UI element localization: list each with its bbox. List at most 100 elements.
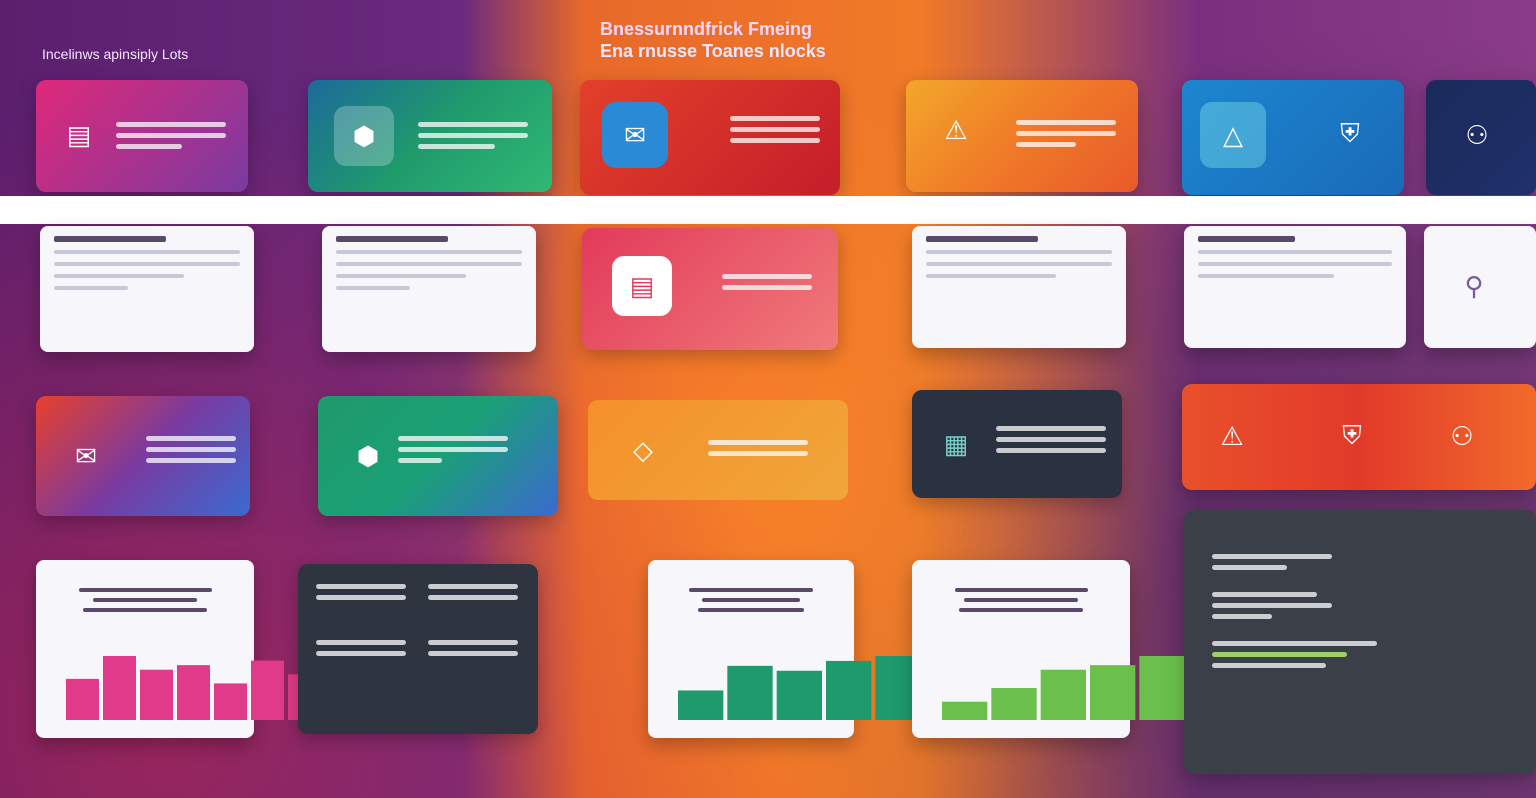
tile-blue[interactable]: △ ⛨ [1182, 80, 1404, 195]
list-line [1212, 603, 1332, 608]
list-line [1212, 554, 1332, 559]
divider-band [0, 196, 1536, 224]
document-icon: ▤ [612, 256, 672, 316]
chart-bar [1090, 665, 1136, 720]
tile-text-line [730, 138, 820, 143]
shield-icon: ⬢ [356, 440, 380, 471]
dark-panel[interactable] [298, 564, 538, 734]
tile-navy[interactable]: ⚇ [1426, 80, 1536, 195]
tile-green-2[interactable]: ⬢ [318, 396, 558, 516]
card-text-line [1198, 262, 1392, 266]
alert-icon: ⚠ [1220, 420, 1244, 451]
tile-text-line [1016, 142, 1076, 147]
tile-orange[interactable]: ⚠ [906, 80, 1138, 192]
chart-bar [776, 670, 822, 720]
tile-text-line [1016, 131, 1116, 136]
chart-card-lime[interactable] [912, 560, 1234, 738]
card-heading-line [336, 236, 448, 242]
tile-text-line [708, 440, 808, 445]
tile-text-line [398, 436, 508, 441]
chart-card-green[interactable] [648, 560, 970, 738]
document-icon: ▤ [66, 119, 92, 150]
info-card[interactable] [40, 226, 254, 352]
card-heading-line [926, 588, 1116, 612]
list-line [1212, 592, 1317, 597]
tile-text-line [730, 127, 820, 132]
page-title: Bnessurnndfrick Fmeing Ena rnusse Toanes… [600, 18, 900, 62]
chart-bar [942, 701, 988, 720]
page-subtitle: Incelinws apinsiply Lots [42, 46, 189, 62]
list-line [1212, 652, 1347, 657]
tile-text-line [398, 447, 508, 452]
card-text-line [336, 274, 467, 278]
chart-bar [140, 669, 173, 720]
chart-bar [177, 665, 210, 720]
card-heading-line [1198, 236, 1295, 242]
card-text-line [54, 286, 129, 290]
tile-text-line [316, 584, 406, 589]
card-text-line [336, 250, 522, 254]
list-line [1212, 614, 1272, 619]
tile-text-line [1016, 120, 1116, 125]
chart-card-magenta[interactable] [36, 560, 358, 738]
card-text-line [926, 274, 1057, 278]
chart-bar [678, 690, 724, 720]
triangle-icon: △ [1200, 102, 1266, 168]
list-line [1212, 565, 1287, 570]
chart-icon: ⚲ [1464, 270, 1484, 301]
tile-text-line [146, 436, 236, 441]
tile-text-line [730, 116, 820, 121]
list-line [1212, 663, 1326, 668]
card-text-line [336, 286, 411, 290]
chart-icon: ▦ [943, 428, 969, 459]
list-line [1212, 641, 1377, 646]
info-card[interactable]: ⚲ [1424, 226, 1536, 348]
chart-bar [214, 683, 247, 720]
tile-red-orange[interactable]: ⚠ ⛨ ⚇ [1182, 384, 1536, 490]
triangle-icon: ◇ [633, 434, 653, 465]
lock-icon: ⛨ [1342, 420, 1362, 450]
card-heading-line [54, 236, 166, 242]
tile-text-line [428, 651, 518, 656]
title-line-1: Bnessurnndfrick Fmeing [600, 19, 813, 39]
tile-dark[interactable]: ▦ [912, 390, 1122, 498]
tile-pink[interactable]: ▤ [582, 228, 838, 350]
chat-icon: ✉ [602, 102, 668, 168]
tile-text-line [996, 448, 1106, 453]
info-card[interactable] [912, 226, 1126, 348]
card-text-line [54, 250, 240, 254]
tile-text-line [146, 447, 236, 452]
card-heading-line [926, 236, 1038, 242]
chart-bar [103, 656, 136, 720]
card-text-line [336, 262, 522, 266]
tile-green[interactable]: ⬢ [308, 80, 552, 192]
info-card[interactable] [1184, 226, 1406, 348]
tile-purple-blue[interactable]: ✉ [36, 396, 250, 516]
chart-bar [1040, 669, 1086, 720]
tile-text-line [722, 285, 812, 290]
tile-text-line [418, 122, 528, 127]
card-text-line [54, 262, 240, 266]
tile-text-line [418, 144, 495, 149]
shield-icon: ⬢ [334, 106, 394, 166]
card-text-line [54, 274, 185, 278]
tile-text-line [722, 274, 812, 279]
dark-list-panel[interactable] [1184, 510, 1536, 774]
tile-magenta[interactable]: ▤ [36, 80, 248, 192]
tile-text-line [428, 595, 518, 600]
tile-text-line [708, 451, 808, 456]
tile-text-line [418, 133, 528, 138]
card-text-line [1198, 250, 1392, 254]
info-card[interactable] [322, 226, 536, 352]
tile-orange-2[interactable]: ◇ [588, 400, 848, 500]
tile-red[interactable]: ✉ [580, 80, 840, 195]
tile-text-line [428, 640, 518, 645]
tile-text-line [996, 426, 1106, 431]
card-heading-line [50, 588, 240, 612]
chart-bar [826, 660, 872, 720]
tile-text-line [316, 651, 406, 656]
tile-text-line [146, 458, 236, 463]
share-icon: ⚇ [1465, 119, 1489, 150]
chart-bar [251, 660, 284, 720]
card-text-line [926, 262, 1112, 266]
